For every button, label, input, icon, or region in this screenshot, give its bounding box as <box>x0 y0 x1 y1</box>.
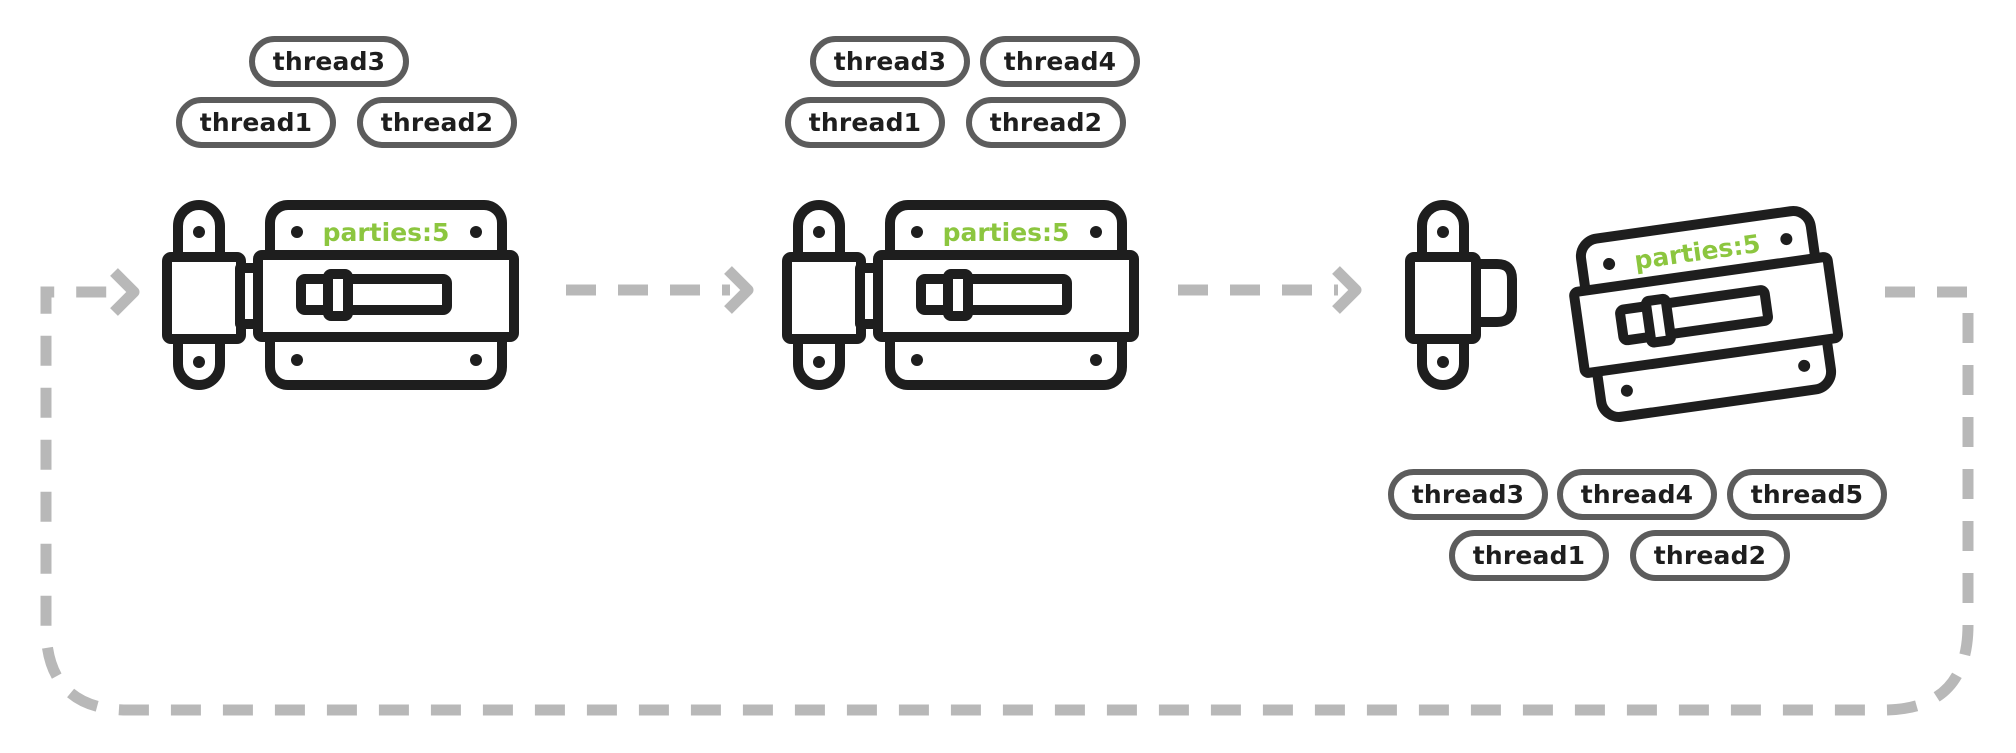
arrowhead-stage2-to-stage3 <box>1332 266 1362 314</box>
thread-pill: thread2 <box>1630 530 1790 581</box>
bolt-handle <box>943 269 973 321</box>
parties-label: parties:5 <box>943 218 1070 247</box>
bolt-handle <box>323 269 353 321</box>
tilted-latch: parties:5 <box>1569 206 1844 422</box>
thread-pill: thread5 <box>1727 469 1887 520</box>
keeper-block <box>162 252 246 344</box>
bolt-slot <box>296 274 452 315</box>
thread-pill: thread1 <box>785 97 945 148</box>
cycle-loop-arrow <box>40 266 1974 716</box>
thread-pill: thread3 <box>249 36 409 87</box>
screw-dots <box>1603 233 1811 397</box>
thread-pill: thread2 <box>966 97 1126 148</box>
thread-pill: thread4 <box>980 36 1140 87</box>
bolt-slot <box>1615 285 1773 346</box>
thread-pill: thread3 <box>1388 469 1548 520</box>
screw-dots <box>813 226 1102 368</box>
keeper-block <box>782 252 866 344</box>
thread-pill: thread1 <box>176 97 336 148</box>
thread-pill: thread2 <box>357 97 517 148</box>
loop-return-path <box>40 286 1974 716</box>
latch-body <box>1569 252 1844 378</box>
latch-open: parties:5 <box>1405 200 1844 422</box>
thread-pill: thread4 <box>1557 469 1717 520</box>
loop-arrowhead <box>110 268 140 316</box>
latch-locked-1: parties:5 <box>162 200 519 390</box>
bolt-handle <box>1641 293 1676 348</box>
keeper-ring <box>1475 259 1517 327</box>
arrowhead-stage1-to-stage2 <box>724 266 754 314</box>
screw-dots <box>193 226 482 368</box>
keeper-block <box>1405 252 1481 344</box>
bolt-slot <box>916 274 1072 315</box>
screw-dots-keeper <box>1437 226 1449 368</box>
latch-locked-2: parties:5 <box>782 200 1139 390</box>
thread-pill: thread3 <box>810 36 970 87</box>
parties-label: parties:5 <box>323 218 450 247</box>
thread-pill: thread1 <box>1449 530 1609 581</box>
